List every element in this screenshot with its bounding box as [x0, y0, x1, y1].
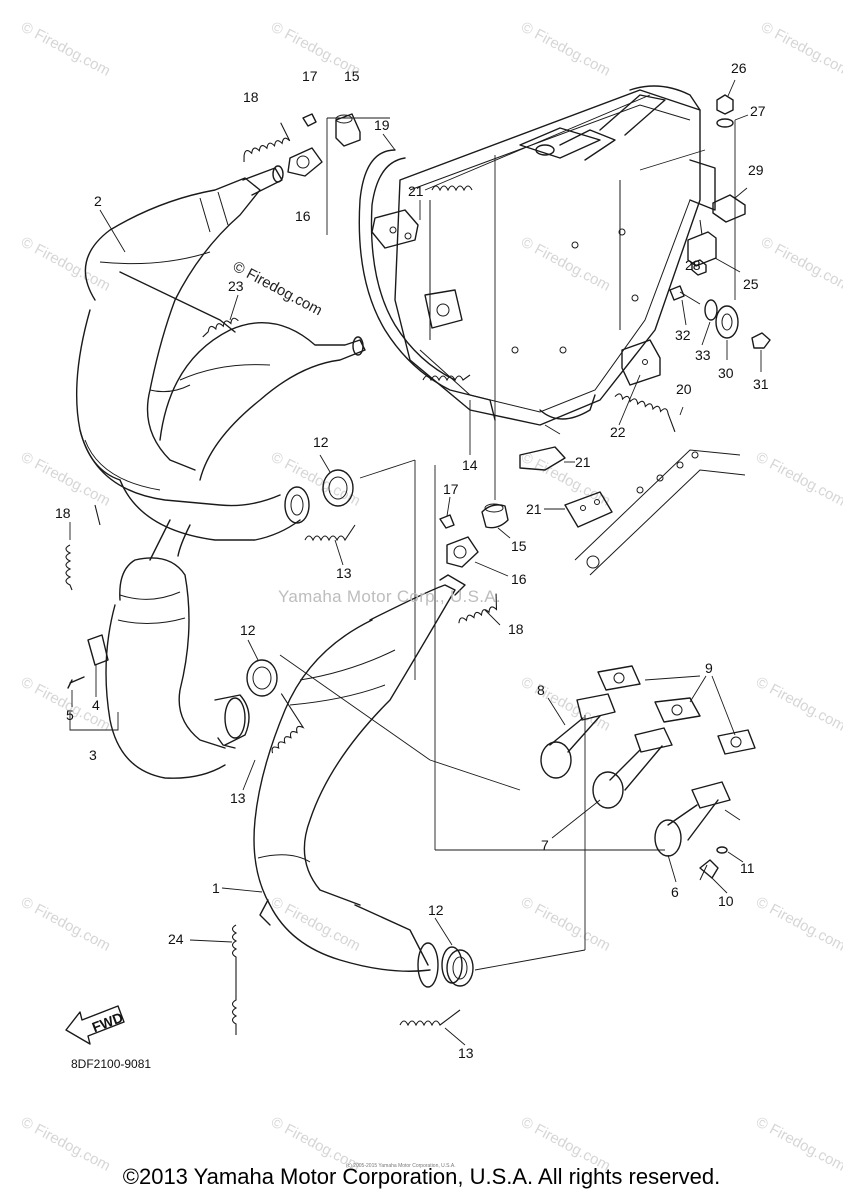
callout-16-top: 16	[295, 208, 311, 224]
callout-13-mid: 13	[230, 790, 246, 806]
watermark-text: © Firedog.com	[518, 19, 613, 80]
bolt-5	[67, 676, 85, 689]
callout-9: 9	[705, 660, 713, 676]
callout-1: 1	[212, 880, 220, 896]
callout-14: 14	[462, 457, 478, 473]
clamps-lower	[439, 503, 509, 568]
callout-12-mid: 12	[240, 622, 256, 638]
callout-18-lower: 18	[508, 621, 524, 637]
bracket-4	[87, 634, 109, 666]
watermark-text: © Firedog.com	[18, 894, 113, 955]
forward-arrow-icon: FWD	[65, 1005, 126, 1045]
watermark-text: © Firedog.com	[518, 894, 613, 955]
frame-rail	[574, 449, 741, 561]
watermark-center: Yamaha Motor Corp., U.S.A.	[278, 587, 501, 606]
guide-lines	[279, 94, 741, 971]
callout-17-lower: 17	[443, 481, 459, 497]
pipe-19	[358, 149, 496, 421]
callout-26: 26	[731, 60, 747, 76]
callout-25: 25	[743, 276, 759, 292]
pipe-19-inner	[370, 157, 456, 381]
stay-23	[119, 271, 236, 333]
callout-21-mid: 21	[575, 454, 591, 470]
callout-19: 19	[374, 117, 390, 133]
watermark-text: © Firedog.com	[753, 449, 843, 510]
drawing-code: 8DF2100-9081	[71, 1057, 152, 1071]
callout-28: 28	[685, 257, 701, 273]
watermark-text: © Firedog.com	[18, 19, 113, 80]
callout-11: 11	[740, 860, 755, 876]
callout-12-bottom: 12	[428, 902, 444, 918]
exhaust-chamber-3	[105, 519, 250, 779]
joint-rings	[246, 469, 474, 987]
exhaust-chamber-rear	[149, 322, 366, 481]
callout-29: 29	[748, 162, 764, 178]
callout-17-top: 17	[302, 68, 318, 84]
watermark-text: © Firedog.com	[18, 234, 113, 295]
callout-32: 32	[675, 327, 691, 343]
watermark-text: © Firedog.com	[753, 894, 843, 955]
callout-31: 31	[753, 376, 769, 392]
exhaust-chamber-2	[75, 165, 310, 541]
bracket-21-top	[371, 209, 419, 249]
mount-hardware	[669, 94, 771, 349]
callout-21-lower: 21	[526, 501, 542, 517]
callout-13-top: 13	[336, 565, 352, 581]
footer-small-print: (c) 2005-2015 Yamaha Motor Corporation, …	[346, 1163, 456, 1169]
callout-20: 20	[676, 381, 692, 397]
callout-33: 33	[695, 347, 711, 363]
watermark-text: © Firedog.com	[518, 674, 613, 735]
callout-3: 3	[89, 747, 97, 763]
watermark-text: © Firedog.com	[758, 234, 843, 295]
watermark-text: © Firedog.com	[518, 234, 613, 295]
bracket-21-lower	[519, 446, 566, 471]
callout-13-bottom: 13	[458, 1045, 474, 1061]
watermark-text: © Firedog.com	[753, 674, 843, 735]
callout-24: 24	[168, 931, 184, 947]
callout-30: 30	[718, 365, 734, 381]
box-clamp	[424, 289, 463, 329]
callout-5: 5	[66, 707, 74, 723]
callout-15-lower: 15	[511, 538, 527, 554]
watermark-text: © Firedog.com	[18, 449, 113, 510]
bracket-21-bottom	[564, 491, 613, 528]
callout-7: 7	[541, 837, 549, 853]
callout-16-lower: 16	[511, 571, 527, 587]
callout-15-top: 15	[344, 68, 360, 84]
callout-10: 10	[718, 893, 734, 909]
bracket-22	[621, 339, 661, 386]
callout-18-left: 18	[55, 505, 71, 521]
callout-2: 2	[94, 193, 102, 209]
callout-21-top: 21	[408, 183, 424, 199]
callout-4: 4	[92, 697, 100, 713]
callout-6: 6	[671, 884, 679, 900]
callout-22: 22	[610, 424, 626, 440]
callout-18-top: 18	[243, 89, 259, 105]
callout-numbers: 1 2 3 4 5 6 7 8 9 10 11 12 12 12 13 13 1…	[55, 60, 769, 1061]
callout-8: 8	[537, 682, 545, 698]
callout-12-top: 12	[313, 434, 329, 450]
callout-23: 23	[228, 278, 244, 294]
springs	[65, 122, 676, 1035]
forward-arrow-label: FWD	[90, 1009, 126, 1035]
copyright-notice: ©2013 Yamaha Motor Corporation, U.S.A. A…	[122, 1164, 721, 1189]
leader-lines	[69, 79, 762, 1046]
exhaust-chamber-1	[253, 574, 466, 988]
callout-27: 27	[750, 103, 766, 119]
clamps-upper	[287, 113, 361, 177]
watermark-text: © Firedog.com	[758, 19, 843, 80]
